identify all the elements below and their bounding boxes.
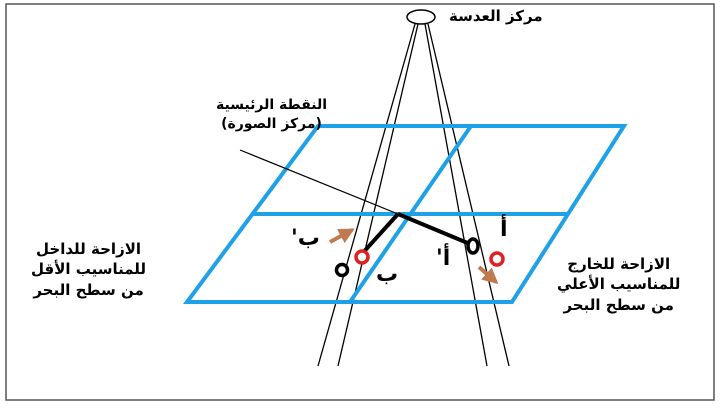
displacement-lines — [358, 212, 471, 258]
projection-rays — [317, 23, 510, 367]
point-b-ground — [334, 262, 350, 278]
image-plane-outline — [183, 124, 628, 304]
point-a-label: أ — [500, 217, 508, 242]
principal-point-leader — [239, 149, 399, 215]
outward-shift-label: الازاحة للخارج للمناسيب الأعلي من سطح ال… — [557, 255, 681, 314]
inward-shift-arrow — [329, 228, 355, 244]
point-b-prime-elevated — [354, 249, 370, 265]
point-a-prime-elevated — [489, 251, 505, 267]
image-plane — [183, 124, 628, 304]
point-b-prime-label: ب' — [291, 226, 320, 251]
lens-center-label: مركز العدسة — [449, 7, 543, 25]
point-a-prime-label: أ' — [436, 246, 451, 271]
point-a-ground — [466, 237, 480, 255]
diagram-frame — [5, 3, 715, 401]
lens-center-ellipse — [406, 9, 436, 25]
principal-point-label: النقطة الرئيسية (مركز الصورة) — [216, 97, 328, 132]
outward-shift-arrow — [477, 265, 499, 285]
inward-shift-label: الازاحة للداخل للمناسيب الأقل من سطح الب… — [31, 240, 147, 299]
point-b-label: ب — [376, 262, 399, 287]
image-plane-midline-vertical — [348, 124, 473, 304]
